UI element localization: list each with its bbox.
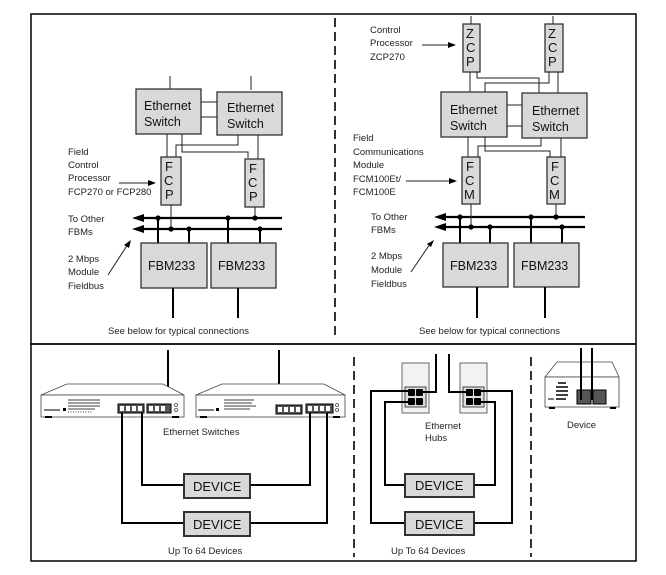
fbm233-module-4 [513, 242, 580, 288]
bottom-middle-footer: Up To 64 Devices [391, 546, 466, 557]
device-box-3 [404, 473, 475, 498]
fcp-letter: P [249, 189, 258, 204]
fbm-1-label: FBM233 [148, 259, 195, 273]
zcp-letter: P [548, 54, 557, 69]
top-left-section: Ethernet Switch Ethernet Switch F C P F … [68, 76, 283, 337]
fcm-letter: M [464, 187, 475, 202]
top-left-footer: See below for typical connections [108, 326, 249, 337]
fcm-label-line3: Module [353, 160, 384, 171]
ethernet-switch-hardware-2 [195, 383, 346, 418]
zcp-letter: C [466, 40, 475, 55]
ethernet-switch-hardware-1 [40, 383, 185, 418]
device-1-label: DEVICE [193, 479, 242, 494]
fcm-label-line5: FCM100E [353, 187, 396, 198]
arrow-left-icon [132, 214, 144, 222]
fcp-label-line2: Control [68, 160, 99, 171]
zcp-letter: C [548, 40, 557, 55]
fieldbus-label-line3: Fieldbus [68, 281, 104, 292]
device-4-label: DEVICE [415, 517, 464, 532]
zcp-label-line3: ZCP270 [370, 52, 405, 63]
fcm-label-line4: FCM100Et/ [353, 174, 401, 185]
fieldbus-label-line2: Module [68, 267, 99, 278]
switch-4-label-line1: Ethernet [532, 104, 580, 118]
fcm-label-line1: Field [353, 133, 374, 144]
fbm233-module-2 [210, 242, 277, 289]
fcm-letter: M [549, 187, 560, 202]
zcp-letter: Z [466, 26, 474, 41]
top-right-footer: See below for typical connections [419, 326, 560, 337]
fieldbus-label-line3: Fieldbus [371, 279, 407, 290]
switch-3-label-line2: Switch [450, 119, 487, 133]
ethernet-switch-4 [521, 92, 588, 139]
device-box-4 [404, 511, 475, 536]
switch-1-label-line1: Ethernet [144, 99, 192, 113]
fieldbus-label-line1: 2 Mbps [371, 251, 402, 262]
arrow-icon [124, 240, 131, 248]
bottom-left-section: Ethernet Switches DEVICE DEVICE Up To 64… [40, 350, 346, 557]
arrow-icon [449, 178, 457, 184]
top-right-section: Z C P Z C P Control Processor ZCP270 Eth… [353, 16, 588, 337]
bottom-left-footer: Up To 64 Devices [168, 546, 243, 557]
ethernet-hub-1 [401, 362, 430, 414]
fcp-letter: C [248, 175, 257, 190]
fcm-label-line2: Communications [353, 147, 424, 158]
fieldbus-label-line1: 2 Mbps [68, 254, 99, 265]
arrow-icon [427, 240, 434, 247]
device-caption: Device [567, 420, 596, 431]
fbm-4-label: FBM233 [521, 259, 568, 273]
fcm-letter: F [551, 159, 559, 174]
zcp-module-2 [544, 23, 564, 73]
device-box-2 [183, 511, 251, 537]
ethernet-switch-3 [440, 91, 508, 138]
zcp-module-1 [462, 23, 481, 73]
to-other-line1: To Other [371, 212, 407, 223]
device-2-label: DEVICE [193, 517, 242, 532]
fcp-label-line4: FCP270 or FCP280 [68, 187, 151, 198]
to-other-line2: FBMs [68, 227, 93, 238]
fcp-label-line1: Field [68, 147, 89, 158]
ethernet-switches-caption: Ethernet Switches [163, 427, 240, 438]
arrow-left-icon [434, 223, 446, 231]
switch-1-label-line2: Switch [144, 115, 181, 129]
to-other-line1: To Other [68, 214, 104, 225]
ethernet-switch-1 [135, 88, 202, 135]
fcm-letter: F [466, 159, 474, 174]
ethernet-hub-2 [459, 362, 488, 414]
arrow-left-icon [434, 213, 446, 221]
fbm233-module-3 [442, 242, 509, 288]
zcp-label-line2: Processor [370, 38, 413, 49]
fcp-letter: F [249, 161, 257, 176]
bottom-right-section: Device [544, 348, 620, 431]
fieldbus-label-line2: Module [371, 265, 402, 276]
device-3-label: DEVICE [415, 478, 464, 493]
zcp-letter: P [466, 54, 475, 69]
ethernet-hubs-caption-line1: Ethernet [425, 421, 461, 432]
fbm-2-label: FBM233 [218, 259, 265, 273]
switch-4-label-line2: Switch [532, 120, 569, 134]
bottom-middle-section: Ethernet Hubs DEVICE DEVICE Up To 64 Dev… [370, 354, 513, 557]
switch-2-label-line1: Ethernet [227, 101, 275, 115]
zcp-letter: Z [548, 26, 556, 41]
fbm-3-label: FBM233 [450, 259, 497, 273]
fcm-letter: C [465, 173, 474, 188]
zcp-label-line1: Control [370, 25, 401, 36]
ethernet-switch-2 [216, 91, 283, 136]
switch-2-label-line2: Switch [227, 117, 264, 131]
ethernet-hubs-caption-line2: Hubs [425, 433, 447, 444]
switch-3-label-line1: Ethernet [450, 103, 498, 117]
fcp-letter: P [165, 187, 174, 202]
arrow-icon [148, 180, 156, 186]
fcm-letter: C [550, 173, 559, 188]
device-box-1 [183, 473, 251, 499]
fcp-letter: C [164, 173, 173, 188]
arrow-icon [448, 42, 456, 48]
fcp-label-line3: Processor [68, 173, 111, 184]
arrow-left-icon [132, 225, 144, 233]
bottom-frame [30, 343, 637, 562]
to-other-line2: FBMs [371, 225, 396, 236]
fcp-letter: F [165, 159, 173, 174]
